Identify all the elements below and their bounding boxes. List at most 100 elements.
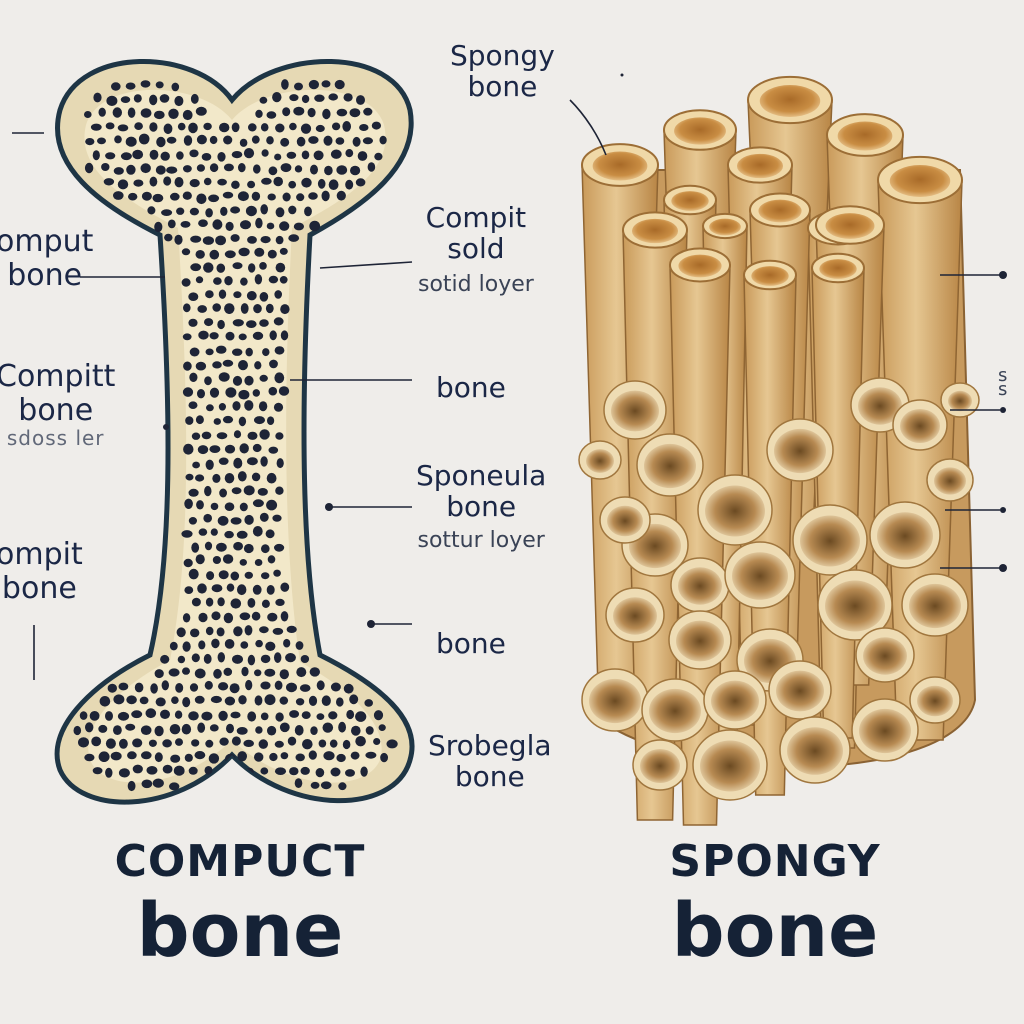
pore bbox=[198, 330, 209, 340]
pore bbox=[126, 695, 137, 705]
pore bbox=[365, 751, 377, 759]
pore bbox=[280, 304, 290, 315]
pore bbox=[203, 653, 212, 664]
pore bbox=[300, 655, 310, 663]
pore bbox=[285, 653, 296, 663]
pore bbox=[276, 458, 284, 469]
pore bbox=[267, 725, 277, 736]
pore bbox=[245, 205, 257, 217]
pore bbox=[338, 782, 347, 791]
pore bbox=[257, 488, 268, 496]
pore bbox=[345, 769, 355, 777]
pore bbox=[238, 163, 246, 173]
pore bbox=[188, 401, 198, 410]
pore bbox=[272, 514, 282, 522]
pore bbox=[252, 164, 261, 174]
pore bbox=[139, 696, 149, 705]
pore bbox=[161, 680, 169, 691]
pore bbox=[222, 191, 234, 199]
pore bbox=[218, 289, 227, 299]
pore bbox=[141, 779, 153, 789]
pore bbox=[203, 513, 212, 523]
pore bbox=[330, 149, 342, 159]
pore bbox=[349, 694, 359, 705]
pore bbox=[224, 502, 235, 512]
pore bbox=[185, 473, 194, 481]
pore bbox=[197, 389, 205, 399]
pore bbox=[274, 153, 282, 161]
pore bbox=[140, 163, 151, 174]
pore bbox=[355, 711, 367, 722]
right-edge-mark-2: s bbox=[998, 379, 1008, 400]
pore bbox=[148, 739, 157, 747]
pore bbox=[127, 751, 137, 760]
pore bbox=[110, 751, 122, 761]
pore bbox=[164, 233, 173, 242]
center-label-bone-2: bone bbox=[436, 627, 506, 660]
pore bbox=[246, 320, 257, 328]
pore bbox=[225, 331, 235, 341]
pore bbox=[241, 666, 249, 677]
pore bbox=[230, 234, 240, 242]
pore bbox=[177, 655, 186, 664]
pore bbox=[126, 164, 136, 175]
pore bbox=[269, 359, 278, 369]
pore bbox=[259, 292, 269, 302]
pore bbox=[236, 727, 248, 735]
pore bbox=[189, 683, 199, 692]
pore bbox=[216, 627, 225, 637]
pore bbox=[275, 207, 285, 218]
pore bbox=[300, 766, 310, 775]
pore bbox=[232, 348, 243, 356]
pore bbox=[217, 152, 226, 162]
pore bbox=[197, 445, 209, 455]
pore bbox=[147, 206, 156, 215]
pore bbox=[211, 611, 221, 621]
pore bbox=[349, 108, 361, 118]
leader-dots bbox=[163, 73, 1007, 628]
pore bbox=[154, 725, 164, 737]
pore bbox=[239, 443, 249, 454]
pore bbox=[217, 652, 225, 663]
pore bbox=[367, 162, 376, 172]
pore bbox=[210, 528, 218, 536]
pore bbox=[204, 766, 213, 775]
pore bbox=[233, 626, 243, 637]
pore bbox=[105, 122, 115, 130]
pore bbox=[280, 330, 289, 341]
strut-hole bbox=[676, 620, 724, 662]
pore bbox=[332, 122, 341, 131]
pore bbox=[309, 667, 320, 677]
center-label-spongy-bone: Spongy bone bbox=[450, 39, 555, 104]
pore bbox=[334, 79, 345, 90]
pore bbox=[204, 485, 212, 497]
pore bbox=[231, 736, 241, 746]
pore bbox=[216, 263, 226, 273]
pore bbox=[323, 135, 333, 146]
pore bbox=[141, 191, 152, 201]
pore bbox=[255, 726, 263, 734]
pore bbox=[209, 445, 221, 453]
pore bbox=[328, 711, 338, 720]
pore bbox=[132, 738, 143, 748]
pore bbox=[195, 361, 207, 371]
pore bbox=[239, 138, 248, 147]
pore bbox=[85, 138, 95, 146]
pore bbox=[212, 556, 221, 564]
pore bbox=[260, 456, 268, 467]
pore bbox=[105, 711, 113, 721]
pore bbox=[317, 178, 326, 189]
pore bbox=[181, 248, 191, 256]
pore bbox=[163, 176, 172, 186]
pore bbox=[252, 526, 263, 537]
pore bbox=[113, 167, 124, 175]
pore bbox=[316, 680, 325, 691]
pore bbox=[232, 401, 241, 411]
pore bbox=[359, 124, 369, 131]
strut-hole bbox=[858, 387, 902, 425]
pore bbox=[97, 137, 106, 145]
pore bbox=[248, 263, 256, 273]
pore bbox=[212, 361, 222, 369]
pore bbox=[183, 558, 193, 568]
